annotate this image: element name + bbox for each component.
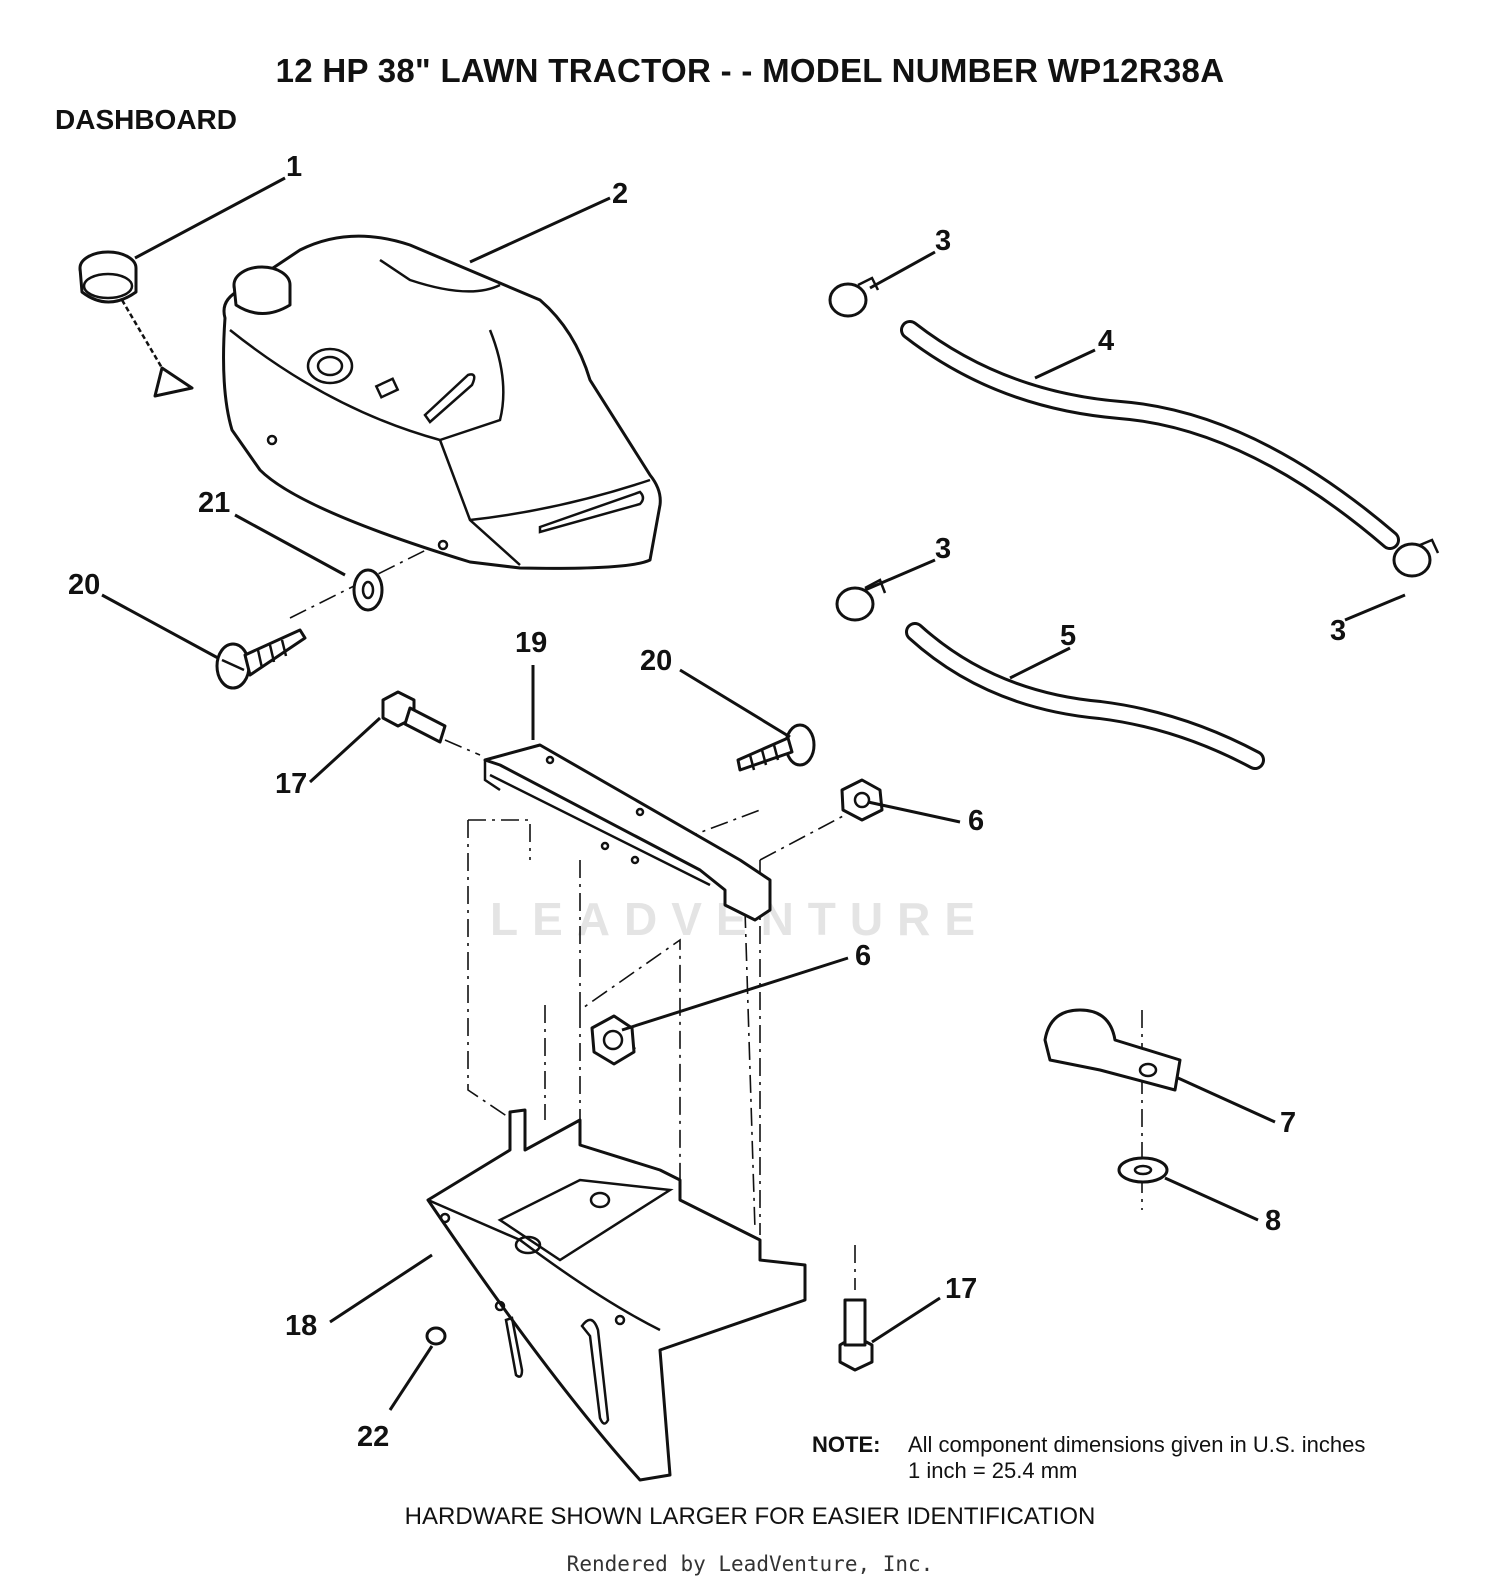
callout-5: 5 (1060, 620, 1076, 652)
washer-part (1117, 1156, 1169, 1184)
note-dimensions: All component dimensions given in U.S. i… (908, 1432, 1366, 1457)
callout-3-middle: 3 (935, 533, 951, 565)
callout-3-right: 3 (1330, 615, 1346, 647)
callout-1: 1 (286, 151, 302, 183)
fuel-hose-part (900, 320, 1400, 770)
hose-bracket-part (1043, 1008, 1182, 1092)
lower-dash-panel-part (426, 1108, 807, 1482)
small-nut-part (425, 1326, 447, 1346)
flat-washer-part (352, 568, 384, 612)
callout-8: 8 (1265, 1205, 1281, 1237)
note-label: NOTE: (812, 1432, 881, 1457)
callout-numbers: 1 2 3 3 3 4 5 6 6 7 8 17 17 18 19 20 20 … (68, 151, 1346, 1453)
note-conversion: 1 inch = 25.4 mm (908, 1458, 1078, 1483)
callout-19: 19 (515, 627, 547, 659)
callout-2: 2 (612, 178, 628, 210)
dashboard-housing-part (222, 234, 662, 570)
rendered-by-credit: Rendered by LeadVenture, Inc. (566, 1552, 934, 1576)
alignment-lines (289, 542, 1143, 1290)
hose-clamp-part (828, 276, 1440, 622)
screw-part (215, 628, 816, 772)
page-title: 12 HP 38" LAWN TRACTOR - - MODEL NUMBER … (275, 52, 1225, 89)
fuel-cap-part (78, 250, 194, 398)
hardware-caption: HARDWARE SHOWN LARGER FOR EASIER IDENTIF… (404, 1503, 1096, 1530)
callout-20-center: 20 (640, 645, 672, 677)
callout-3-top: 3 (935, 225, 951, 257)
bolt-part (381, 690, 874, 1372)
callout-6-upper: 6 (968, 805, 984, 837)
callout-22: 22 (357, 1421, 389, 1453)
callout-20-left: 20 (68, 569, 100, 601)
leader-lines (101, 176, 1406, 1411)
callout-18: 18 (285, 1310, 317, 1342)
callout-17-right: 17 (945, 1273, 977, 1305)
callout-4: 4 (1098, 325, 1114, 357)
callout-17-left: 17 (275, 768, 307, 800)
section-title: DASHBOARD (55, 104, 237, 135)
callout-7: 7 (1280, 1107, 1296, 1139)
callout-21: 21 (198, 487, 230, 519)
callout-6-lower: 6 (855, 940, 871, 972)
mounting-bracket-part (483, 743, 772, 922)
